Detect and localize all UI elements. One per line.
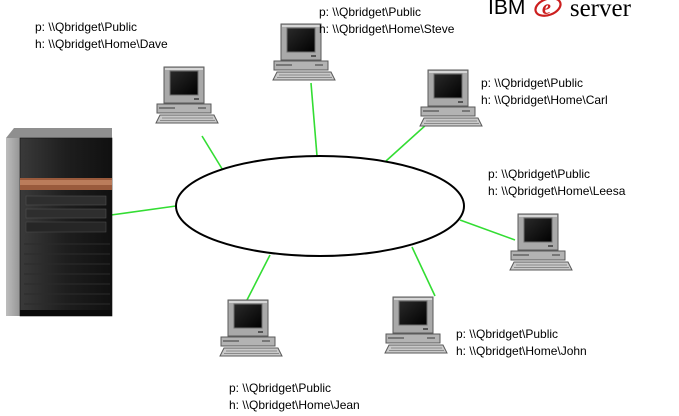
home-share-path: h: \\Qbridget\Home\Dave — [35, 37, 168, 51]
iseries-server-icon — [6, 128, 113, 317]
workstation-icon — [155, 66, 219, 124]
e-mark: e — [542, 0, 551, 19]
network-ring — [175, 155, 465, 257]
logo-product: server — [569, 0, 631, 22]
link-steve — [310, 82, 318, 157]
logo-brand: IBM — [488, 0, 526, 19]
public-share-path: p: \\Qbridget\Public — [319, 5, 422, 19]
public-share-path: p: \\Qbridget\Public — [481, 76, 584, 90]
drive-label-steve: p: \\Qbridget\Public h: \\Qbridget\Home\… — [319, 4, 454, 38]
home-share-path: h: \\Qbridget\Home\Jean — [229, 398, 360, 412]
link-jean — [246, 254, 271, 301]
public-share-path: p: \\Qbridget\Public — [229, 381, 332, 395]
drive-label-carl: p: \\Qbridget\Public h: \\Qbridget\Home\… — [481, 75, 608, 109]
public-share-path: p: \\Qbridget\Public — [456, 327, 559, 341]
drive-label-jean: p: \\Qbridget\Public h: \\Qbridget\Home\… — [229, 380, 360, 414]
public-share-path: p: \\Qbridget\Public — [35, 20, 138, 34]
workstation-icon — [219, 299, 283, 357]
link-leesa — [459, 219, 516, 241]
home-share-path: h: \\Qbridget\Home\Carl — [481, 93, 608, 107]
workstation-icon — [384, 296, 448, 354]
workstation-icon — [419, 69, 483, 127]
drive-label-john: p: \\Qbridget\Public h: \\Qbridget\Home\… — [456, 326, 587, 360]
home-share-path: h: \\Qbridget\Home\Leesa — [488, 184, 626, 198]
public-share-path: p: \\Qbridget\Public — [488, 167, 591, 181]
link-dave — [201, 135, 225, 173]
home-share-path: h: \\Qbridget\Home\John — [456, 344, 587, 358]
link-carl — [385, 123, 428, 162]
link-server — [110, 205, 177, 216]
link-john — [411, 246, 436, 297]
drive-label-dave: p: \\Qbridget\Public h: \\Qbridget\Home\… — [35, 19, 168, 53]
workstation-icon — [509, 213, 573, 271]
ibm-eserver-logo: IBM e server — [488, 0, 631, 24]
e-logo-icon: e — [533, 0, 562, 19]
drive-label-leesa: p: \\Qbridget\Public h: \\Qbridget\Home\… — [488, 166, 625, 200]
home-share-path: h: \\Qbridget\Home\Steve — [319, 22, 455, 36]
